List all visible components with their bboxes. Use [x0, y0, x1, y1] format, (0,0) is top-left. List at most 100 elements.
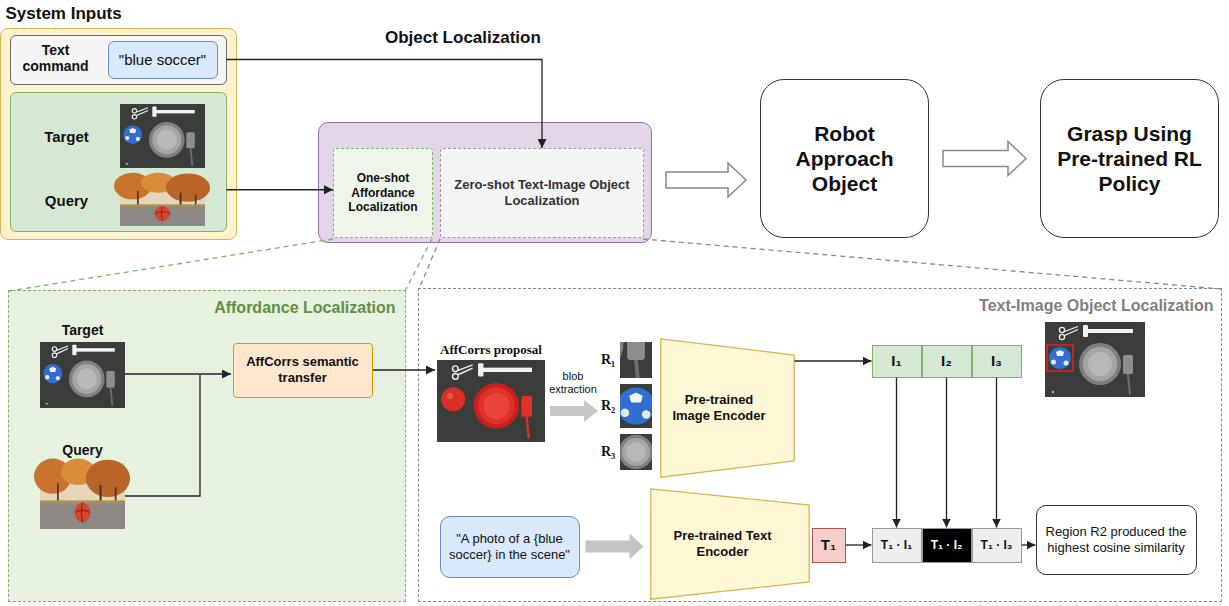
prompt-box: "A photo of a {blue soccer} in the scene… — [440, 516, 580, 578]
crop-image — [591, 418, 673, 479]
transfer-box: AffCorrs semantic transfer — [233, 343, 373, 398]
node-text: Object Localization — [385, 28, 541, 48]
node-text: Grasp Using Pre-trained RL Policy — [1057, 121, 1202, 197]
result-box: Region R2 produced the highest cosine si… — [1036, 505, 1197, 575]
text-holder: R₁ — [601, 352, 615, 369]
connector — [896, 378, 897, 528]
output-line — [373, 369, 435, 370]
proposal-image — [437, 360, 545, 442]
connector — [227, 189, 334, 190]
target-image — [120, 104, 205, 168]
similarity-cell: T₁ · I₂ — [922, 528, 972, 563]
affordance-module: One-shot Affordance Localization — [333, 148, 433, 238]
result-image — [1045, 322, 1145, 397]
encoder-trapezoid: Pre-trained Text Encoder — [650, 488, 810, 600]
node-text: Target — [24, 128, 110, 146]
process-box: Grasp Using Pre-trained RL Policy — [1040, 79, 1219, 238]
block-arrow — [586, 534, 644, 560]
target-image — [40, 342, 125, 408]
node-text: "A photo of a {blue soccer} in the scene… — [447, 531, 573, 562]
localization-stage: Object LocalizationOne-shot Affordance L… — [318, 122, 652, 243]
node-text: Robot Approach Object — [775, 121, 914, 197]
node-text: Affordance Localization — [196, 298, 396, 317]
similarity-cell: T₁ · I₁ — [872, 528, 922, 563]
detection-box — [1047, 345, 1073, 371]
text-holder: Target — [24, 128, 110, 146]
proposal-image — [437, 360, 545, 442]
node-text: Text command — [16, 42, 96, 76]
text-holder: Query — [24, 192, 110, 210]
crop-image — [591, 418, 673, 479]
connector — [946, 378, 947, 528]
query-image — [34, 459, 130, 529]
region-label: R₂ — [601, 398, 615, 415]
text-holder: R₂ — [601, 398, 615, 415]
target-image — [120, 104, 205, 168]
text-holder: blob extraction — [548, 370, 598, 396]
node-text: Target — [40, 322, 126, 339]
input-line — [125, 373, 231, 374]
region-label: R₁ — [601, 352, 615, 369]
trapezoid-outline — [650, 488, 808, 598]
node-text: Query — [40, 442, 126, 459]
process-box: Robot Approach Object — [760, 79, 929, 238]
text-holder: System Inputs — [6, 4, 122, 24]
node-text: T₁ · I₃ — [981, 538, 1013, 552]
connector — [846, 544, 872, 545]
blob-arrow — [550, 400, 598, 422]
query-image — [114, 173, 210, 226]
node-text: Pre-trained Text Encoder — [658, 528, 788, 559]
node-text: AffCorrs semantic transfer — [240, 354, 366, 385]
node-text: T₁ · I₁ — [881, 538, 912, 552]
node-text: I₂ — [941, 352, 952, 370]
target-image — [40, 342, 125, 408]
connector — [795, 360, 872, 361]
node-text: System Inputs — [6, 4, 122, 24]
crop-image — [488, 268, 666, 401]
node-text: Region R2 produced the highest cosine si… — [1045, 524, 1188, 555]
text-holder: Affordance Localization — [196, 298, 396, 317]
text-holder: Query — [40, 442, 126, 459]
zoom-line — [9, 239, 432, 291]
image-caption: AffCorrs proposal — [440, 342, 542, 358]
encoder-trapezoid: Pre-trained Image Encoder — [660, 338, 795, 478]
query-image — [114, 173, 210, 226]
embedding-cell: I₁ — [872, 345, 922, 378]
node-text: Pre-trained Image Encoder — [666, 392, 773, 423]
similarity-cell: T₁ · I₃ — [972, 528, 1022, 563]
zoom-line — [419, 239, 1221, 289]
text-holder: Text command — [16, 42, 96, 76]
node-text: I₁ — [891, 352, 901, 370]
command-box: Text command "blue soccer" — [10, 35, 227, 85]
block-arrow — [666, 163, 746, 197]
arrow-label: blob extraction — [548, 370, 598, 396]
embedding-cell: I₃ — [972, 345, 1022, 378]
detail-region: Affordance LocalizationTargetQuery AffCor… — [8, 290, 406, 602]
text-holder: AffCorrs proposal — [440, 342, 542, 358]
connector — [1022, 544, 1036, 545]
embedding-cell: T₁ — [812, 528, 846, 563]
connector — [996, 378, 997, 528]
crop-image — [488, 268, 666, 401]
block-arrow — [943, 142, 1026, 176]
node-text: T₁ — [821, 536, 836, 554]
region-label: R₃ — [601, 444, 615, 461]
embedding-cell: I₂ — [922, 345, 972, 378]
text-holder: Target — [40, 322, 126, 339]
node-text: I₃ — [991, 352, 1002, 370]
node-text: Zero-shot Text-Image Object Localization — [449, 177, 635, 208]
input-line — [125, 375, 200, 496]
trapezoid-outline — [660, 338, 793, 476]
text-holder: Object Localization — [385, 28, 541, 48]
command-value: "blue soccer" — [108, 41, 218, 79]
node-text: Query — [24, 192, 110, 210]
connector — [227, 60, 543, 149]
text-image-module: Zero-shot Text-Image Object Localization — [440, 148, 644, 238]
text-holder: R₃ — [601, 444, 615, 461]
result-image — [1045, 322, 1145, 397]
node-text: Text-Image Object Localization — [900, 296, 1214, 315]
node-text: One-shot Affordance Localization — [339, 171, 427, 214]
query-image — [34, 459, 130, 529]
